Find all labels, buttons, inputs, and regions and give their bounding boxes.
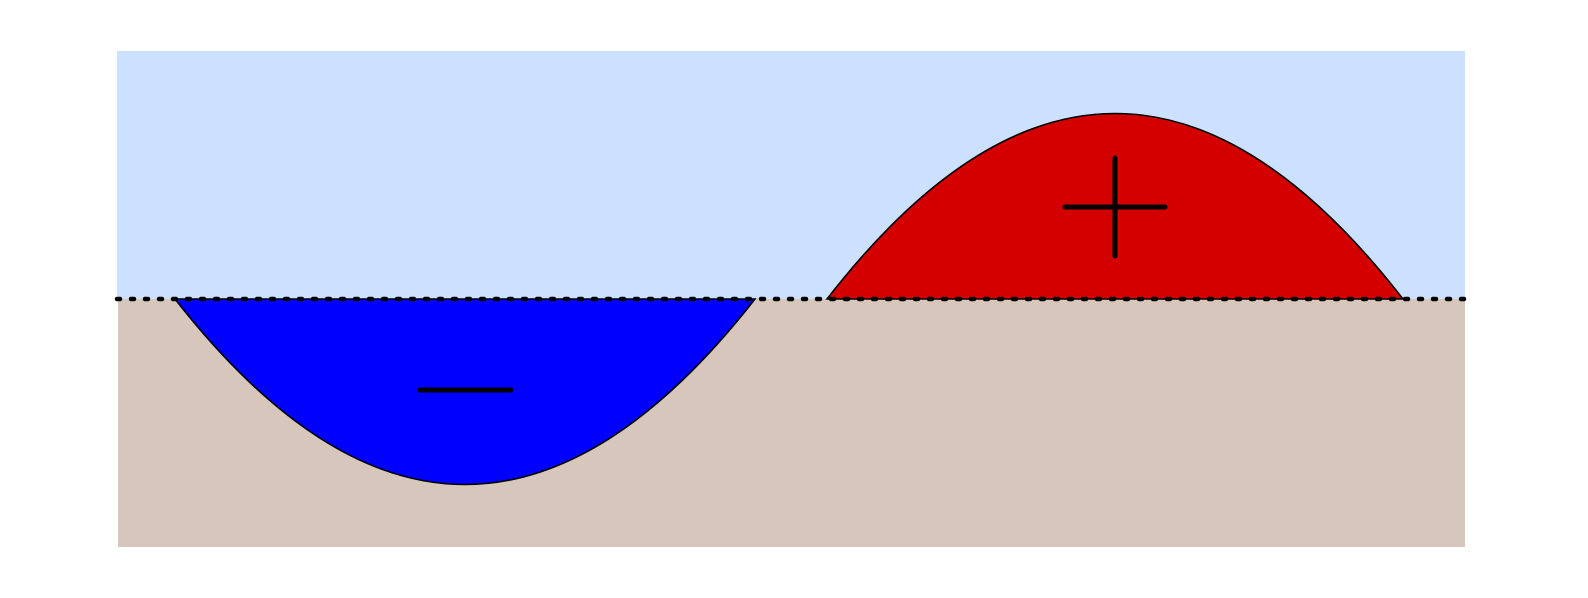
plus-sign (1062, 155, 1168, 259)
